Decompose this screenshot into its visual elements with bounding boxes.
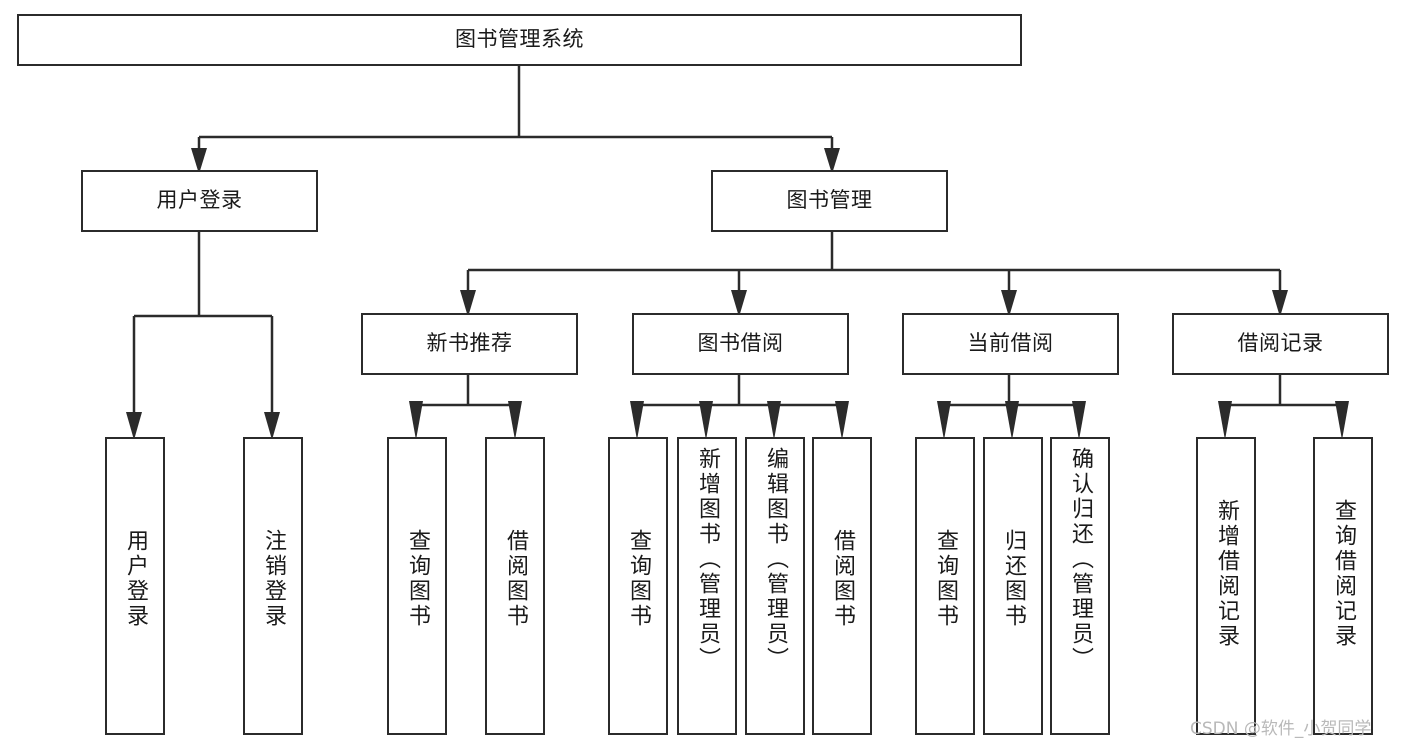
leaf-confirm-return-admin-label: 确认归还（管理员） <box>1068 447 1093 672</box>
leaf-query-book-borrow-label: 查询图书 <box>626 529 651 629</box>
leaf-user-logout-label: 注销登录 <box>261 529 286 629</box>
leaf-add-book-admin[interactable]: 新增图书（管理员） <box>677 437 737 735</box>
leaf-return-book-label: 归还图书 <box>1001 529 1026 629</box>
leaf-borrow-book-newbook-label: 借阅图书 <box>503 529 528 629</box>
leaf-add-borrow-record[interactable]: 新增借阅记录 <box>1196 437 1256 735</box>
node-root-label: 图书管理系统 <box>455 27 584 52</box>
leaf-query-book-borrow[interactable]: 查询图书 <box>608 437 668 735</box>
leaf-add-borrow-record-label: 新增借阅记录 <box>1214 499 1239 649</box>
node-borrow-record[interactable]: 借阅记录 <box>1172 313 1389 375</box>
leaf-edit-book-admin[interactable]: 编辑图书（管理员） <box>745 437 805 735</box>
leaf-query-book-current[interactable]: 查询图书 <box>915 437 975 735</box>
node-borrow-record-label: 借阅记录 <box>1237 331 1324 356</box>
leaf-borrow-book-label: 借阅图书 <box>830 529 855 629</box>
arrowheads <box>126 148 1349 440</box>
leaf-query-book-newbook-label: 查询图书 <box>405 529 430 629</box>
node-user-login[interactable]: 用户登录 <box>81 170 318 232</box>
leaf-user-login-label: 用户登录 <box>123 529 148 629</box>
node-book-borrow[interactable]: 图书借阅 <box>632 313 849 375</box>
leaf-borrow-book-newbook[interactable]: 借阅图书 <box>485 437 545 735</box>
leaf-return-book[interactable]: 归还图书 <box>983 437 1043 735</box>
leaf-add-book-admin-label: 新增图书（管理员） <box>695 447 720 672</box>
leaf-edit-book-admin-label: 编辑图书（管理员） <box>763 447 788 672</box>
leaf-query-borrow-record-label: 查询借阅记录 <box>1331 499 1356 649</box>
node-new-book-recommend-label: 新书推荐 <box>426 331 513 356</box>
node-user-login-label: 用户登录 <box>156 188 243 213</box>
leaf-user-login[interactable]: 用户登录 <box>105 437 165 735</box>
leaf-user-logout[interactable]: 注销登录 <box>243 437 303 735</box>
node-current-borrow-label: 当前借阅 <box>967 331 1054 356</box>
node-book-borrow-label: 图书借阅 <box>697 331 784 356</box>
watermark-text: CSDN @软件_小贺同学 <box>1190 719 1372 739</box>
leaf-query-book-newbook[interactable]: 查询图书 <box>387 437 447 735</box>
leaf-query-book-current-label: 查询图书 <box>933 529 958 629</box>
node-new-book-recommend[interactable]: 新书推荐 <box>361 313 578 375</box>
node-book-management-label: 图书管理 <box>786 188 873 213</box>
node-book-management[interactable]: 图书管理 <box>711 170 948 232</box>
node-root[interactable]: 图书管理系统 <box>17 14 1022 66</box>
leaf-query-borrow-record[interactable]: 查询借阅记录 <box>1313 437 1373 735</box>
leaf-borrow-book[interactable]: 借阅图书 <box>812 437 872 735</box>
leaf-confirm-return-admin[interactable]: 确认归还（管理员） <box>1050 437 1110 735</box>
node-current-borrow[interactable]: 当前借阅 <box>902 313 1119 375</box>
